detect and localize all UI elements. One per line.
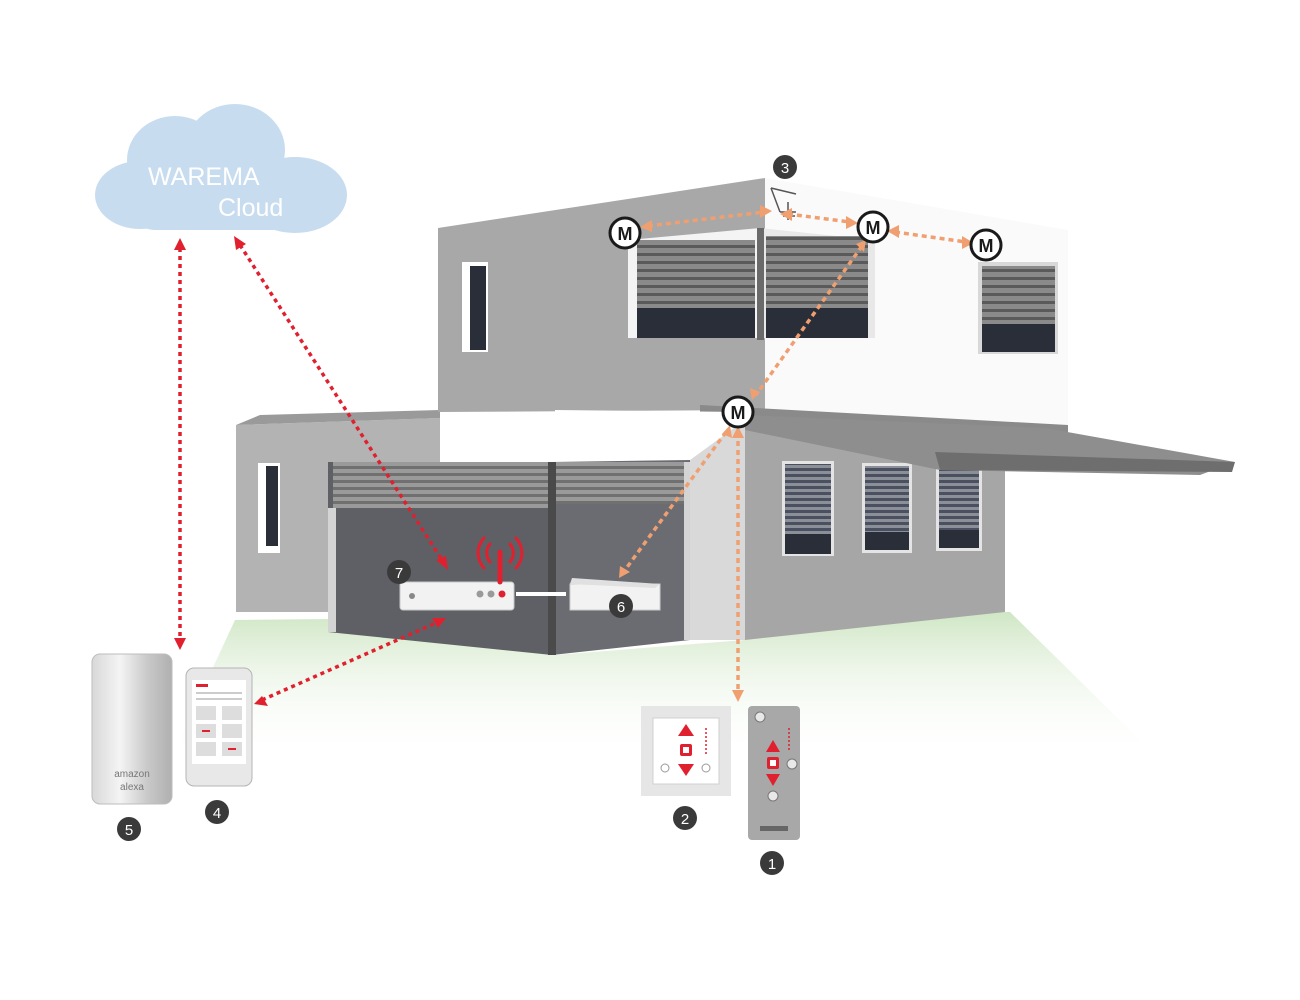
marker-1: 1 — [760, 851, 784, 875]
motor-icon: M — [969, 228, 1003, 262]
antenna-icon — [476, 536, 524, 585]
marker-2: 2 — [673, 806, 697, 830]
marker-4: 4 — [205, 800, 229, 824]
motor-label: M — [979, 236, 994, 256]
smartphone-icon — [185, 667, 253, 787]
marker-5: 5 — [117, 817, 141, 841]
motor-label: M — [731, 403, 746, 423]
wall-switch-icon — [641, 706, 731, 796]
lower-left-top — [236, 410, 440, 425]
motor-label: M — [866, 218, 881, 238]
smart-speaker-icon: amazon alexa — [91, 653, 173, 805]
cloud-label-line2: Cloud — [218, 194, 283, 222]
orange-links — [623, 210, 967, 694]
motor-icon: M — [856, 210, 890, 244]
motor-icon: M — [608, 216, 642, 250]
motor-label: M — [618, 224, 633, 244]
motor-icon: M — [721, 395, 755, 429]
cloud-icon — [95, 104, 347, 233]
ground — [170, 612, 1150, 760]
svg-text:2: 2 — [681, 811, 689, 828]
alexa-label-line1: amazon — [114, 769, 150, 780]
svg-text:5: 5 — [125, 822, 133, 839]
lower-right-shadow — [690, 420, 745, 640]
marker-3: 3 — [773, 155, 797, 179]
marker-6: 6 — [609, 594, 633, 618]
svg-text:4: 4 — [213, 805, 221, 822]
orange-arrowheads — [619, 205, 974, 702]
svg-text:6: 6 — [617, 599, 625, 616]
red-links — [178, 244, 444, 702]
marker-7: 7 — [387, 560, 411, 584]
router-icon — [399, 581, 515, 611]
cloud-label-line1: WAREMA — [148, 163, 260, 191]
remote-control-icon — [748, 706, 800, 840]
svg-text:3: 3 — [781, 160, 789, 177]
svg-text:7: 7 — [395, 565, 403, 582]
red-arrowheads — [174, 236, 448, 706]
svg-text:1: 1 — [768, 856, 776, 873]
alexa-label-line2: alexa — [120, 782, 144, 793]
